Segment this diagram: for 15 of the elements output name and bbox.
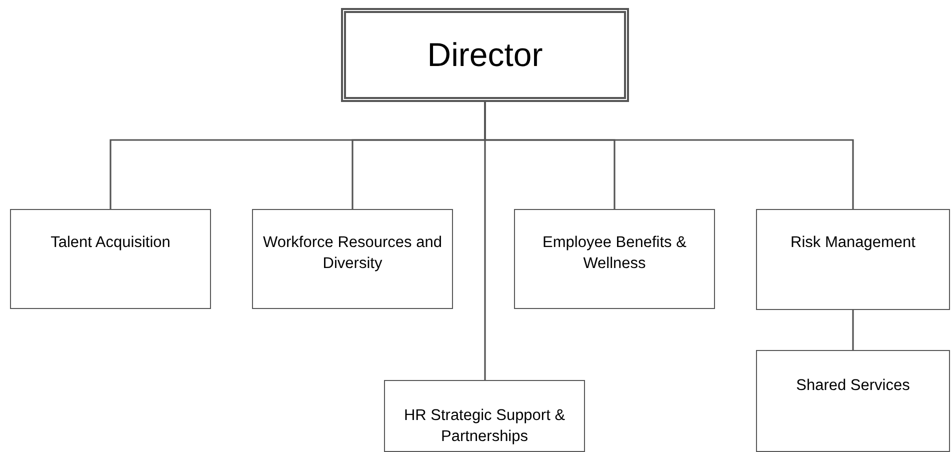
role-title: Employee Benefits & Wellness (542, 233, 688, 274)
role-title: Workforce Resources and Diversity (262, 233, 443, 274)
org-box (10, 209, 211, 309)
org-box (514, 209, 715, 309)
role-title: Shared Services (796, 376, 910, 396)
role-title: Risk Management (790, 233, 916, 253)
role-title: HR Strategic Support & Partnerships (402, 406, 566, 447)
role-title: Talent Acquisition (50, 233, 170, 253)
org-box (384, 380, 585, 452)
connector-line (852, 310, 854, 350)
org-box (341, 8, 629, 102)
role-title: Director (427, 34, 543, 75)
org-box (756, 350, 950, 452)
org-box (252, 209, 453, 309)
org-box (756, 209, 950, 310)
